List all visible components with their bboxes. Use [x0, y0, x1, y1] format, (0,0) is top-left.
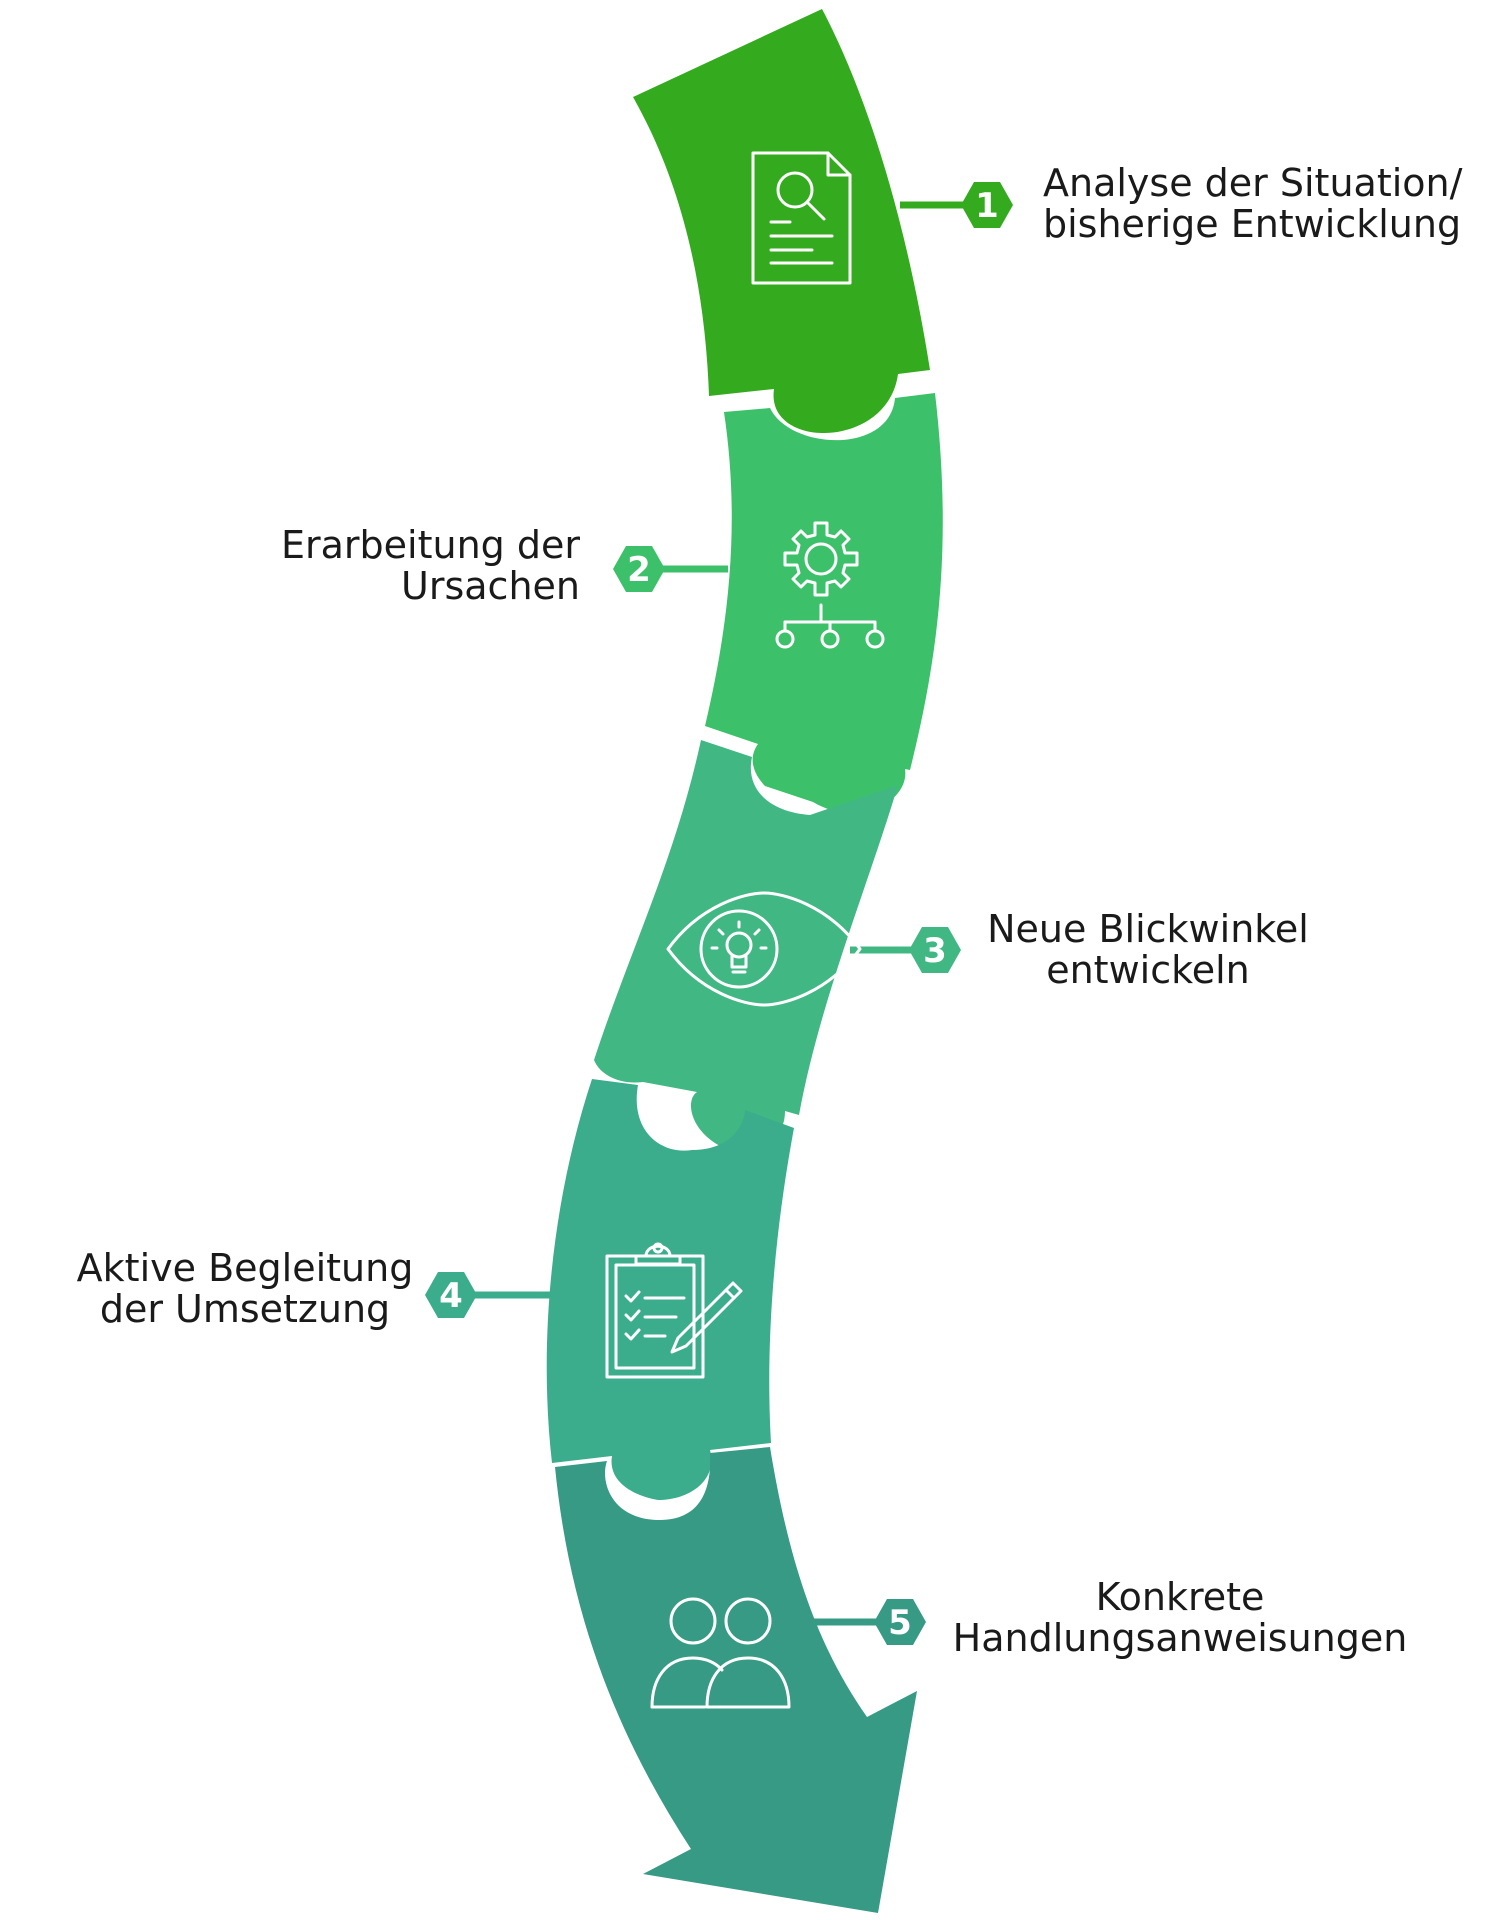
step-5-label-line-1: Konkrete: [1095, 1575, 1265, 1619]
clipboard-checklist-icon: [605, 1242, 743, 1379]
badge-3-number: 3: [923, 931, 947, 971]
step-4-label-line-2: der Umsetzung: [99, 1287, 391, 1331]
eye-lightbulb-icon: [666, 891, 862, 1007]
step-2-label: Erarbeitung der Ursachen: [20, 525, 580, 607]
step-3-label-line-1: Neue Blickwinkel: [987, 907, 1309, 951]
segment-3-shape: [594, 740, 898, 1153]
step-2-label-line-2: Ursachen: [401, 564, 580, 608]
badge-5: [874, 1599, 926, 1645]
step-1-label-line-2: bisherige Entwicklung: [1043, 202, 1462, 246]
step-4-label-line-1: Aktive Begleitung: [76, 1246, 414, 1290]
gear-hierarchy-icon: [775, 521, 885, 649]
step-5-label: Konkrete Handlungsanweisungen: [900, 1577, 1460, 1659]
segment-3: 3: [594, 740, 961, 1153]
document-search-icon: [751, 151, 852, 285]
step-2-label-line-1: Erarbeitung der: [281, 523, 580, 567]
badge-5-number: 5: [888, 1603, 912, 1643]
segment-2-shape: [705, 393, 943, 814]
badge-4: [425, 1272, 477, 1318]
step-3-label-line-2: entwickeln: [1046, 948, 1250, 992]
step-1-label: Analyse der Situation/ bisherige Entwick…: [1043, 163, 1500, 245]
step-4-label: Aktive Begleitung der Umsetzung: [0, 1248, 525, 1330]
badge-2: [613, 546, 665, 592]
step-1-label-line-1: Analyse der Situation/: [1043, 161, 1463, 205]
step-3-label: Neue Blickwinkel entwickeln: [868, 909, 1428, 991]
step-5-label-line-2: Handlungsanweisungen: [952, 1616, 1408, 1660]
badge-1-number: 1: [975, 186, 999, 226]
segment-4: 4: [425, 1079, 794, 1500]
people-icon: [650, 1597, 791, 1709]
badge-2-number: 2: [627, 550, 651, 590]
badge-1: [961, 182, 1013, 228]
segment-5: 5: [555, 1447, 926, 1913]
badge-3: [909, 927, 961, 973]
badge-4-number: 4: [439, 1276, 463, 1316]
segment-1: 1: [633, 9, 1013, 434]
segment-5-shape: [555, 1447, 917, 1913]
segment-4-shape: [546, 1079, 794, 1500]
segment-2: 2: [613, 393, 943, 814]
